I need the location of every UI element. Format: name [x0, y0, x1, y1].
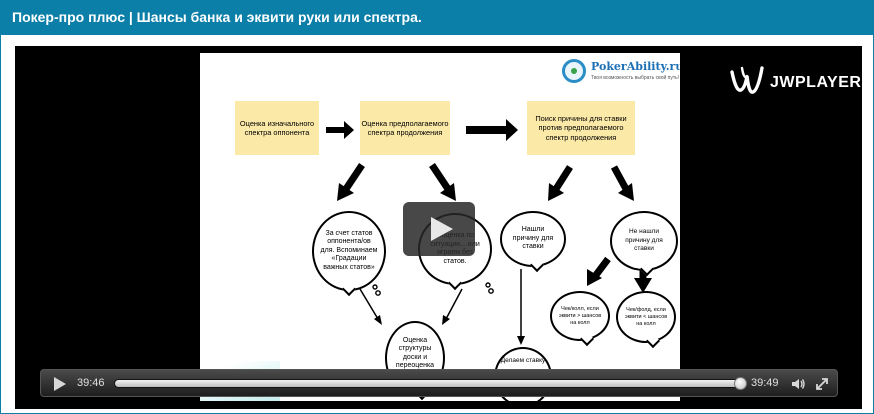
video-title: Покер-про плюс | Шансы банка и эквити ру… [12, 9, 422, 25]
seek-bar[interactable] [114, 379, 744, 388]
bubble-check-call-text: Чек/колл, если эквити > шансов на колл [558, 305, 602, 326]
title-bar: Покер-про плюс | Шансы банка и эквити ру… [1, 1, 874, 35]
logo-tagline: Твоя возможность выбрать свой путь! [591, 75, 680, 81]
video-player[interactable]: PokerAbility.ru Твоя возможность выбрать… [15, 46, 862, 409]
big-play-button[interactable] [403, 202, 475, 256]
bubble-check-fold: Чек/фолд, если эквити < шансов на колл [616, 291, 676, 343]
pokerability-logo: PokerAbility.ru Твоя возможность выбрать… [562, 57, 680, 87]
seek-progress [115, 380, 740, 387]
volume-icon[interactable] [790, 376, 806, 392]
jwplayer-logo[interactable]: JWPLAYER [730, 64, 861, 100]
jwplayer-icon [730, 66, 764, 94]
duration-time: 39:49 [751, 377, 779, 389]
fullscreen-icon[interactable] [814, 376, 830, 392]
presentation-slide: PokerAbility.ru Твоя возможность выбрать… [200, 53, 680, 401]
bubble-check-call: Чек/колл, если эквити > шансов на колл [550, 291, 610, 341]
bubble-no-reason: Не нашли причину для ставки [610, 211, 678, 271]
seek-handle[interactable] [733, 377, 747, 390]
logo-brand: PokerAbility.ru [591, 60, 680, 73]
elapsed-time: 39:46 [77, 377, 105, 389]
jwplayer-brand: JWPLAYER [770, 74, 862, 91]
box-bet-reason: Поиск причины для ставки против предпола… [527, 101, 635, 155]
box-initial-range: Оценка изначального спектра оппонента [235, 101, 319, 155]
bubble-board-structure: Оценка структуры доски и переоценка стат… [385, 321, 445, 395]
box-continuation-range: Оценка предполагаемого спектра продолжен… [360, 101, 450, 155]
bubble-found-reason: Нашли причину для ставки [500, 211, 566, 267]
bubble-stats-text: За счет статов оппонента/ов для. Вспомин… [320, 229, 378, 271]
bubble-stats: За счет статов оппонента/ов для. Вспомин… [312, 211, 386, 291]
flow-arrows [326, 119, 652, 345]
bubble-check-fold-text: Чек/фолд, если эквити < шансов на колл [624, 306, 668, 327]
play-button[interactable] [52, 376, 68, 392]
box-bet-reason-text: Поиск причины для ставки против предпола… [535, 113, 627, 142]
bubble-found-reason-text: Нашли причину для ставки [512, 226, 554, 251]
control-bar: 39:46 39:49 [40, 369, 838, 397]
box-continuation-range-text: Оценка предполагаемого спектра продолжен… [361, 118, 449, 138]
bubble-make-bet-text: Делаем ставку [500, 357, 546, 364]
bubble-no-reason-text: Не нашли причину для ставки [625, 228, 663, 253]
box-initial-range-text: Оценка изначального спектра оппонента [239, 118, 315, 138]
logo-icon [562, 59, 586, 83]
